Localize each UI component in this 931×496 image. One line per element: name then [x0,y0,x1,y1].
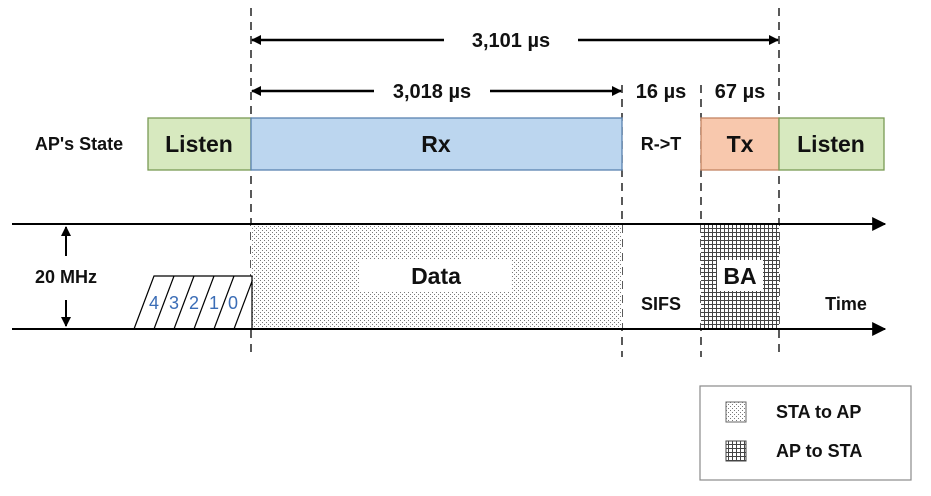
bandwidth-label: 20 MHz [35,267,97,287]
ap-state-title: AP's State [35,134,123,154]
legend: STA to AP AP to STA [699,385,912,481]
legend-swatch-sta-to-ap [725,401,747,423]
sifs-label: SIFS [641,294,681,314]
total-duration-label: 3,101 µs [472,30,550,52]
tx-block [700,117,780,171]
tx-label: Tx [727,131,754,157]
rx-block [250,117,623,171]
ba-label-box [717,260,763,291]
listen-right-block [778,117,885,171]
ba-duration-label: 67 µs [715,81,765,103]
rx-duration-label: 3,018 µs [393,81,471,103]
backoff-digit-0: 0 [228,293,238,313]
ba-label: BA [723,263,756,289]
legend-box [699,385,912,481]
data-label: Data [411,263,461,289]
backoff-digit-4: 4 [149,293,159,313]
listen-right-label: Listen [797,131,865,157]
time-label: Time [825,294,867,314]
legend-swatch-ap-to-sta [725,440,747,462]
legend-label-ap-to-sta: AP to STA [776,441,862,461]
data-label-box [360,260,512,291]
legend-label-sta-to-ap: STA to AP [776,402,861,422]
sifs-duration-label: 16 µs [636,81,686,103]
backoff-digit-2: 2 [189,293,199,313]
r-to-t-label: R->T [641,134,682,154]
backoff-slots: 4 3 2 1 0 [133,275,253,330]
backoff-digit-1: 1 [209,293,219,313]
rx-label: Rx [421,131,451,157]
backoff-digit-3: 3 [169,293,179,313]
listen-left-label: Listen [165,131,233,157]
